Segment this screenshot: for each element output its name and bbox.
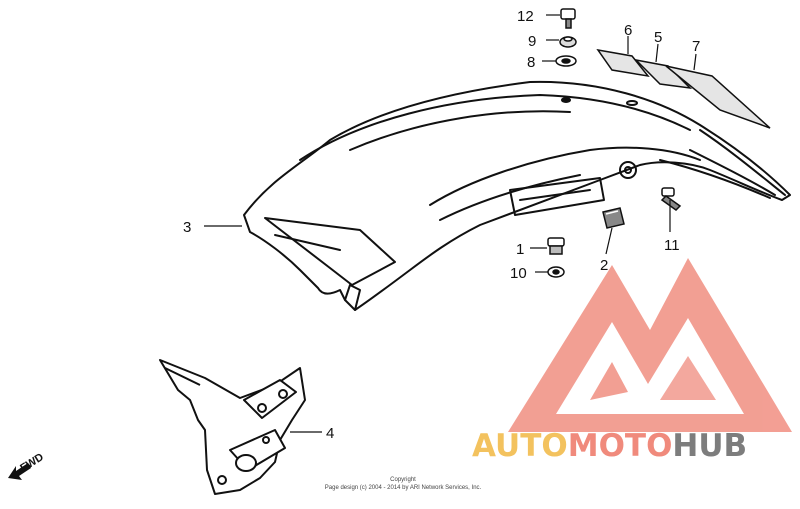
svg-text:AUTOMOTOHUB: AUTOMOTOHUB bbox=[472, 428, 747, 464]
rear-fender bbox=[243, 80, 791, 311]
watermark-logo bbox=[508, 258, 792, 432]
washer-10 bbox=[547, 266, 565, 278]
bolt-12 bbox=[560, 8, 576, 29]
fwd-arrow: FWD bbox=[8, 451, 46, 480]
reflector-pads bbox=[596, 48, 771, 129]
nut-2 bbox=[602, 207, 625, 229]
brand-part-hub: HUB bbox=[672, 428, 747, 464]
watermark-brand: AUTOMOTOHUB bbox=[472, 428, 747, 464]
bolt-1 bbox=[547, 237, 565, 255]
callout-2: 2 bbox=[600, 257, 608, 274]
callout-12: 12 bbox=[517, 8, 534, 25]
brand-part-auto: AUTO bbox=[472, 428, 568, 464]
callout-9: 9 bbox=[528, 33, 536, 50]
copyright-line2: Page design (c) 2004 - 2014 by ARI Netwo… bbox=[325, 485, 482, 491]
callout-11: 11 bbox=[664, 237, 680, 254]
callout-3: 3 bbox=[183, 219, 191, 236]
copyright-notice: Copyright Page design (c) 2004 - 2014 by… bbox=[325, 477, 482, 491]
callout-8: 8 bbox=[527, 54, 535, 71]
callout-4: 4 bbox=[326, 425, 334, 442]
leader-lines bbox=[204, 14, 697, 433]
washer-8 bbox=[555, 55, 577, 67]
callout-5: 5 bbox=[654, 29, 662, 46]
callout-6: 6 bbox=[624, 22, 632, 39]
fwd-label: FWD bbox=[18, 451, 46, 474]
callout-labels: 12 9 8 6 5 7 3 1 10 2 11 4 bbox=[183, 8, 700, 442]
collar-9 bbox=[559, 36, 577, 48]
callout-1: 1 bbox=[516, 241, 524, 258]
bolt-11 bbox=[660, 187, 682, 211]
copyright-line1: Copyright bbox=[390, 477, 416, 483]
callout-7: 7 bbox=[692, 38, 700, 55]
brand-part-moto: MOTO bbox=[568, 428, 673, 464]
callout-10: 10 bbox=[510, 265, 527, 282]
bracket-4 bbox=[159, 359, 306, 495]
